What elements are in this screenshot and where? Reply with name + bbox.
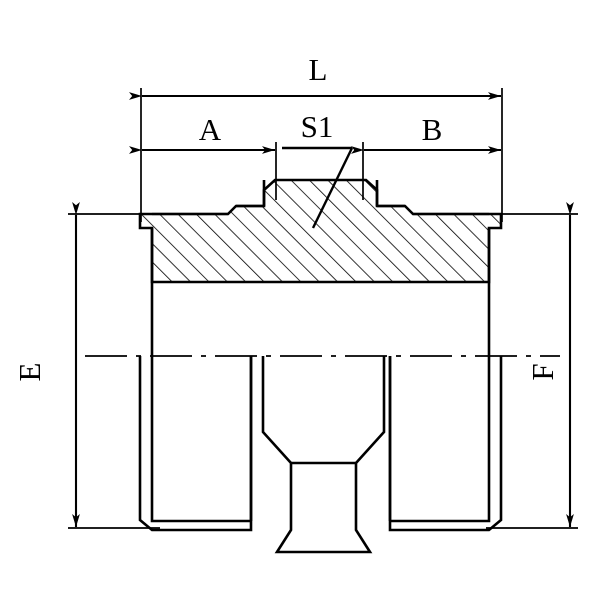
dimension-label-F: F — [525, 363, 560, 380]
dimension-label-S1: S1 — [301, 109, 334, 144]
section-hatched-material — [138, 178, 503, 284]
dimension-label-E: E — [12, 363, 47, 382]
hatch-fill-region — [140, 180, 501, 282]
s1-leader-group — [282, 146, 354, 229]
hex-nut-silhouette — [261, 356, 386, 554]
dimension-label-B: B — [422, 112, 443, 147]
dimension-label-L: L — [309, 52, 328, 87]
s1-leader-line — [311, 147, 354, 229]
right-thread-inner-profile — [390, 356, 491, 523]
centerline-group — [85, 355, 560, 357]
dimension-label-A: A — [199, 112, 222, 147]
left-thread-inner-profile — [150, 356, 251, 523]
dimension-lines — [72, 92, 574, 527]
